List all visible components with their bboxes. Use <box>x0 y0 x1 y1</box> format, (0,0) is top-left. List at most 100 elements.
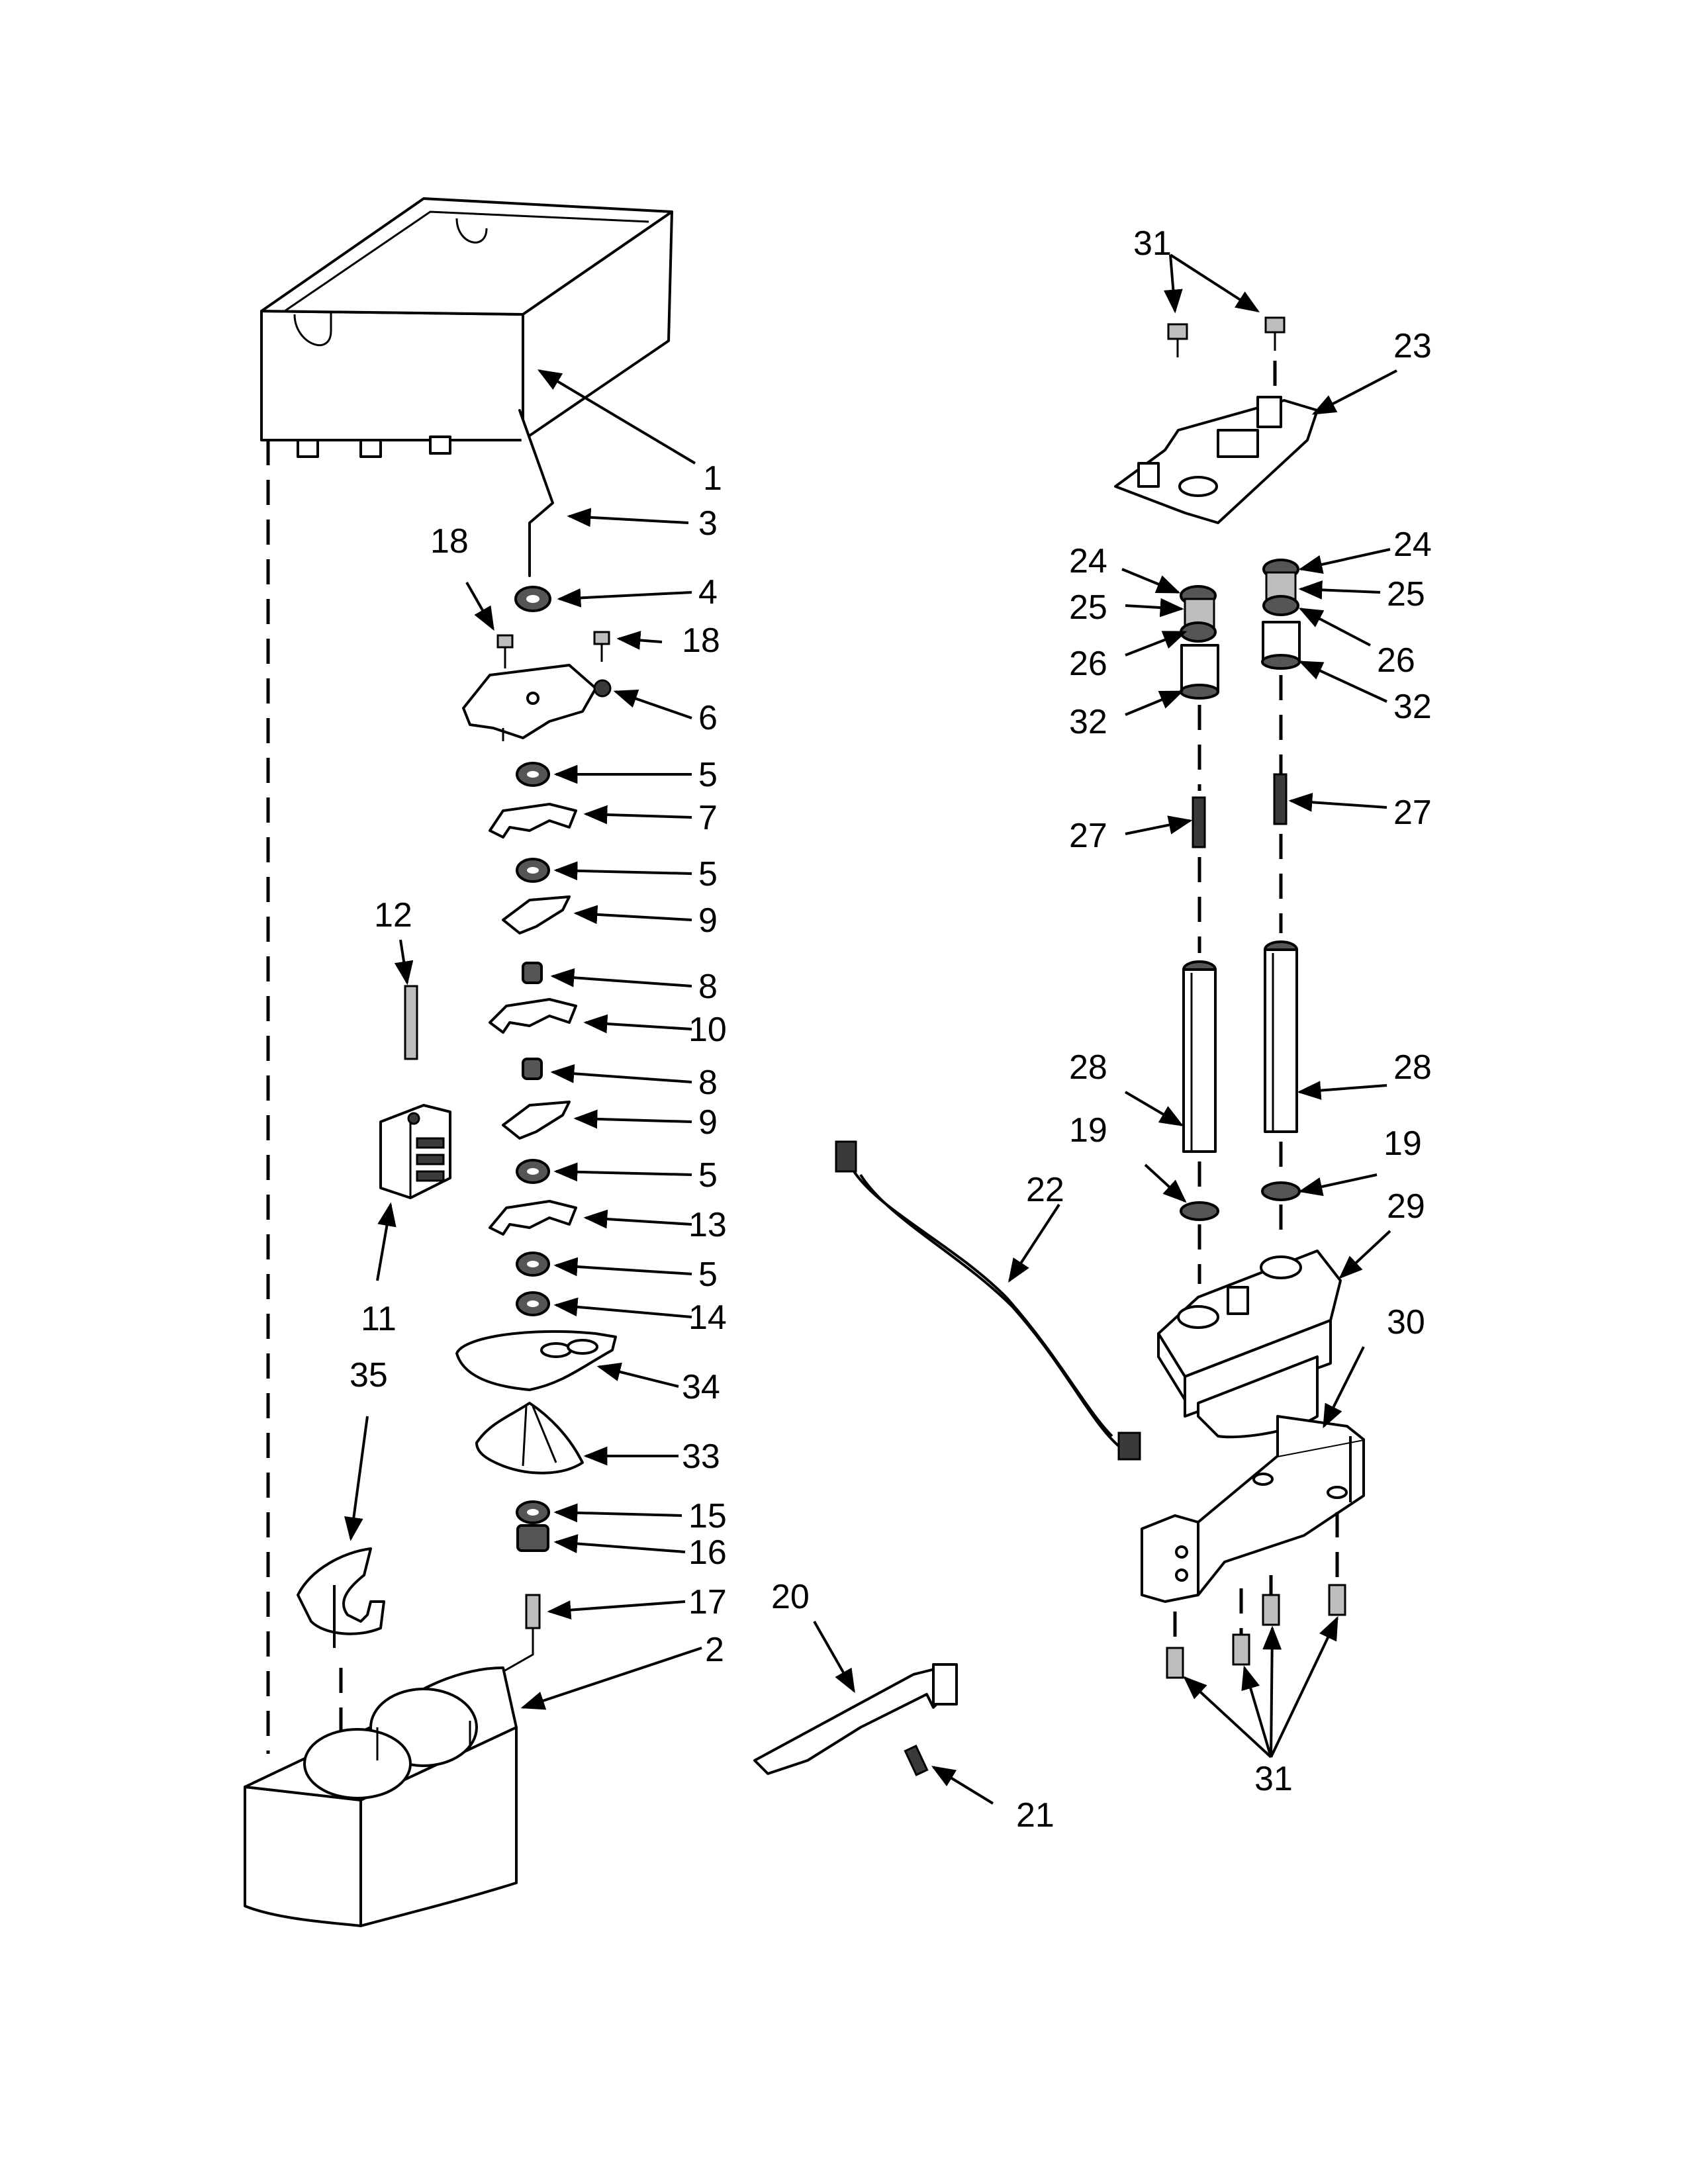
part-33-blade <box>475 1402 584 1475</box>
part-31-screw-top-right <box>1264 316 1286 351</box>
part-32-cup-right <box>1261 621 1301 670</box>
part-11-switch <box>379 1104 451 1199</box>
part-31-screw-bottom-2 <box>1232 1633 1250 1666</box>
callout-20: 20 <box>771 1578 810 1616</box>
callout-30: 30 <box>1387 1303 1425 1342</box>
callout-5-d: 5 <box>698 1255 718 1294</box>
part-31-screw-bottom-3 <box>1262 1594 1280 1626</box>
callout-21: 21 <box>1016 1796 1055 1835</box>
leader-lines <box>344 253 1397 1805</box>
part-29-motor <box>1157 1250 1342 1439</box>
callout-24-left: 24 <box>1069 542 1107 580</box>
part-27-spring-right <box>1273 773 1288 825</box>
callout-33: 33 <box>682 1437 720 1476</box>
part-31-screw-bottom-1 <box>1166 1647 1184 1679</box>
callout-5-c: 5 <box>698 1156 718 1195</box>
callout-16: 16 <box>688 1533 727 1572</box>
callout-11: 11 <box>361 1300 397 1338</box>
callout-28-left: 28 <box>1069 1048 1107 1087</box>
callout-9-b: 9 <box>698 1103 718 1142</box>
callout-25-right: 25 <box>1387 575 1425 614</box>
callout-28-right: 28 <box>1393 1048 1432 1087</box>
callout-18-right: 18 <box>682 621 720 660</box>
part-21-spring <box>904 1745 929 1776</box>
part-27-spring-left <box>1192 796 1206 848</box>
part-16-nut <box>516 1524 549 1552</box>
part-18-screw-right <box>593 631 610 662</box>
part-24-25-26-right <box>1262 559 1299 616</box>
callout-31-bottom: 31 <box>1254 1760 1293 1798</box>
part-22-wire-harness <box>835 1140 1141 1461</box>
part-15-washer <box>516 1500 550 1524</box>
callout-2: 2 <box>705 1631 724 1669</box>
callout-34: 34 <box>682 1368 720 1406</box>
callout-26-right: 26 <box>1377 641 1415 680</box>
callout-31-top: 31 <box>1133 224 1172 263</box>
callout-24-right: 24 <box>1393 525 1432 564</box>
part-6-bracket <box>462 664 612 741</box>
callout-19-left: 19 <box>1069 1111 1107 1150</box>
part-30-bracket <box>1141 1415 1365 1603</box>
callout-1: 1 <box>703 459 722 498</box>
part-4-bearing <box>514 586 551 612</box>
part-9-blade-b <box>502 1101 571 1140</box>
part-9-blade-a <box>502 895 571 934</box>
callout-26-left: 26 <box>1069 645 1107 683</box>
callout-7: 7 <box>698 799 718 837</box>
part-14-washer <box>516 1291 550 1316</box>
callout-4: 4 <box>698 573 718 612</box>
callout-25-left: 25 <box>1069 588 1107 627</box>
part-3-drive-rod <box>518 409 554 577</box>
callout-labels: 1 3 4 18 18 6 5 7 5 9 8 10 8 9 5 13 5 14… <box>350 224 1432 1835</box>
callout-27-right: 27 <box>1393 794 1432 832</box>
part-24-25-26-left <box>1180 585 1217 643</box>
part-17-screw <box>525 1594 541 1629</box>
callout-8-b: 8 <box>698 1064 718 1102</box>
callout-19-right: 19 <box>1383 1124 1422 1163</box>
callout-5-b: 5 <box>698 855 718 893</box>
callout-17: 17 <box>688 1583 727 1621</box>
callout-3: 3 <box>698 504 718 543</box>
part-28-shaft-left <box>1182 960 1217 1153</box>
part-8-spacer-b <box>522 1058 543 1080</box>
part-19-washer-right <box>1261 1181 1301 1201</box>
callout-5-a: 5 <box>698 756 718 794</box>
callout-15: 15 <box>688 1497 727 1535</box>
callout-8-a: 8 <box>698 968 718 1006</box>
callout-9-a: 9 <box>698 901 718 940</box>
part-7-cam <box>489 803 577 839</box>
part-8-spacer-a <box>522 962 543 984</box>
part-34-plate <box>455 1330 617 1391</box>
callout-27-left: 27 <box>1069 817 1107 855</box>
callout-10: 10 <box>688 1011 727 1049</box>
part-10-cam <box>489 998 577 1034</box>
callout-35: 35 <box>350 1356 388 1394</box>
part-28-shaft-right <box>1264 940 1298 1133</box>
part-1-bucket-top <box>260 197 673 458</box>
part-31-screw-bottom-4 <box>1328 1584 1346 1616</box>
callout-18-left: 18 <box>430 522 469 561</box>
part-31-screw-top-left <box>1167 323 1188 357</box>
part-23-housing <box>1114 396 1319 524</box>
part-20-lever <box>753 1663 958 1775</box>
part-5-washer-a <box>516 762 550 787</box>
callout-13: 13 <box>688 1206 727 1244</box>
callout-12: 12 <box>374 896 412 934</box>
part-35-auger <box>297 1547 385 1648</box>
part-13-cam <box>489 1200 577 1236</box>
callout-6: 6 <box>698 699 718 737</box>
callout-23: 23 <box>1393 327 1432 365</box>
part-32-cup-left <box>1180 644 1219 700</box>
part-12-pin <box>404 985 418 1060</box>
part-5-washer-b <box>516 858 550 883</box>
callout-32-right: 32 <box>1393 688 1432 726</box>
part-5-washer-d <box>516 1251 550 1277</box>
part-5-washer-c <box>516 1159 550 1184</box>
part-19-washer-left <box>1180 1201 1219 1221</box>
part-2-base-bin <box>244 1666 518 1927</box>
part-18-screw-left <box>496 634 514 668</box>
callout-14: 14 <box>688 1298 727 1337</box>
callout-29: 29 <box>1387 1187 1425 1226</box>
callout-32-left: 32 <box>1069 703 1107 741</box>
